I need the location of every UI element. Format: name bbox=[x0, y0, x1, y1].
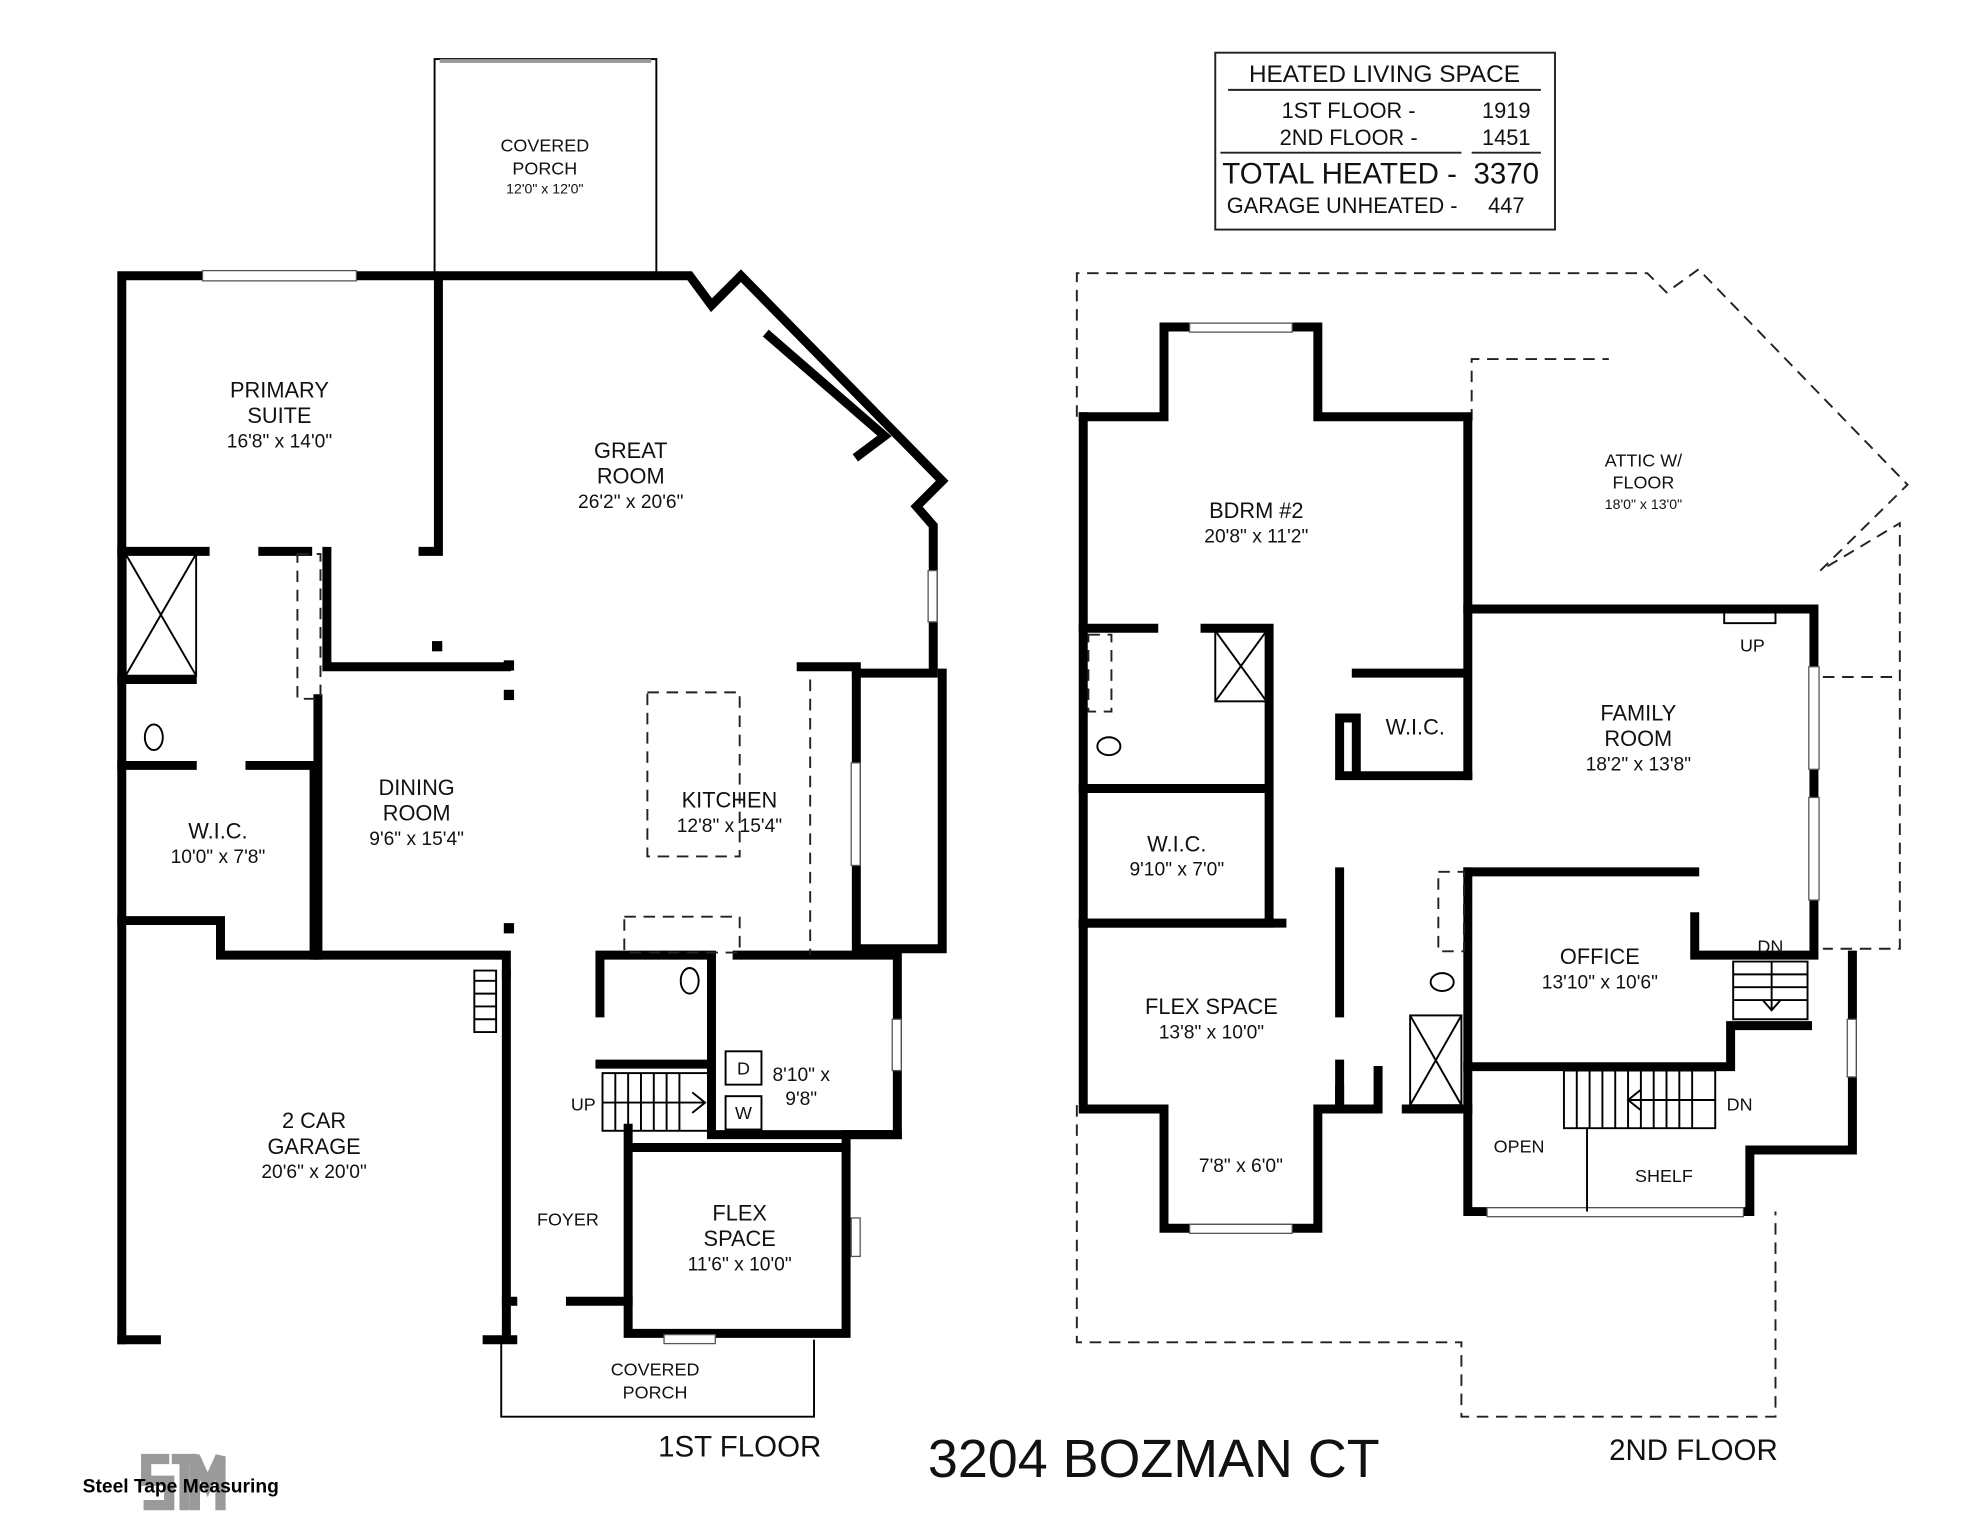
room-name: OFFICE bbox=[1560, 944, 1640, 969]
dryer bbox=[724, 1050, 763, 1086]
room-name: 2 CAR bbox=[282, 1108, 346, 1133]
room-name: KITCHEN bbox=[682, 788, 778, 813]
property-address: 3204 BOZMAN CT bbox=[928, 1429, 1380, 1489]
second-floor-caption: 2ND FLOOR bbox=[1609, 1434, 1778, 1467]
table-row-label: 2ND FLOOR - bbox=[1280, 125, 1418, 150]
room-dims: 13'8" x 10'0" bbox=[1159, 1022, 1264, 1043]
room-name: DINING bbox=[379, 775, 455, 800]
room-name: ROOM bbox=[1604, 726, 1672, 751]
room-dims: 11'6" x 10'0" bbox=[688, 1255, 792, 1276]
room-name: ROOM bbox=[597, 463, 665, 488]
room-dims: 13'10" x 10'6" bbox=[1542, 972, 1658, 993]
room-name: FLEX SPACE bbox=[1145, 994, 1278, 1019]
room-dims: 9'10" x 7'0" bbox=[1129, 860, 1224, 881]
stair-label: UP bbox=[571, 1094, 596, 1114]
stm-logo-mark bbox=[141, 1453, 226, 1511]
stair-label: UP bbox=[1740, 635, 1765, 655]
room-dims: 18'2" x 13'8" bbox=[1586, 755, 1691, 776]
room-name: PORCH bbox=[623, 1383, 688, 1403]
table-total-label: TOTAL HEATED - bbox=[1222, 157, 1457, 190]
table-row-value: 1919 bbox=[1482, 98, 1530, 123]
heated-space-table: HEATED LIVING SPACE 1ST FLOOR - 1919 2ND… bbox=[1214, 51, 1556, 231]
room-name: W.I.C. bbox=[1386, 715, 1445, 740]
room-dims: 7'8" x 6'0" bbox=[1199, 1156, 1283, 1177]
shower bbox=[124, 552, 198, 677]
room-dims: 9'8" bbox=[785, 1089, 817, 1110]
room-name: BDRM #2 bbox=[1209, 498, 1303, 523]
first-floor-stairs bbox=[473, 969, 713, 1132]
stair-label: DN bbox=[1727, 1094, 1753, 1114]
table-total-value: 3370 bbox=[1473, 157, 1539, 190]
room-dims: 10'0" x 7'8" bbox=[171, 847, 266, 868]
room-name: FOYER bbox=[537, 1210, 599, 1230]
first-floor-plan: D W COVERED PORCH 12'0" x 12'0" PRIMARY … bbox=[117, 58, 949, 1463]
room-name: FAMILY bbox=[1600, 701, 1676, 726]
table-row-value: 1451 bbox=[1482, 125, 1530, 150]
table-row-label: 1ST FLOOR - bbox=[1282, 98, 1416, 123]
room-dims: 26'2" x 20'6" bbox=[578, 492, 683, 513]
room-dims: 12'0" x 12'0" bbox=[506, 181, 583, 197]
second-floor-plan: BDRM #2 20'8" x 11'2" ATTIC W/ FLOOR 18'… bbox=[1075, 268, 1909, 1467]
room-name: OPEN bbox=[1494, 1137, 1545, 1157]
room-dims: 8'10" x bbox=[772, 1065, 830, 1086]
toilet-icon bbox=[1429, 972, 1455, 993]
first-floor-caption: 1ST FLOOR bbox=[658, 1430, 821, 1463]
room-name: PRIMARY bbox=[230, 378, 329, 403]
room-name: W.I.C. bbox=[1147, 831, 1206, 856]
room-name: COVERED bbox=[500, 135, 589, 155]
toilet-icon bbox=[679, 967, 700, 995]
table-garage-label: GARAGE UNHEATED - bbox=[1227, 193, 1458, 218]
room-name: W.I.C. bbox=[188, 819, 247, 844]
kitchen-island bbox=[646, 691, 741, 858]
room-name: FLOOR bbox=[1613, 473, 1675, 493]
washer bbox=[724, 1095, 763, 1131]
dryer-label: D bbox=[737, 1058, 750, 1078]
toilet-icon bbox=[1096, 736, 1122, 757]
room-name: SHELF bbox=[1635, 1166, 1693, 1186]
room-dims: 18'0" x 13'0" bbox=[1605, 496, 1682, 512]
room-name: SUITE bbox=[247, 403, 311, 428]
room-dims: 9'6" x 15'4" bbox=[369, 829, 464, 850]
steel-tape-measuring-logo: Steel Tape Measuring bbox=[83, 1453, 279, 1511]
room-name: GARAGE bbox=[267, 1134, 360, 1159]
room-dims: 16'8" x 14'0" bbox=[227, 432, 332, 453]
room-name: FLEX bbox=[712, 1201, 767, 1226]
room-name: GREAT bbox=[594, 438, 667, 463]
washer-label: W bbox=[735, 1103, 752, 1123]
table-title: HEATED LIVING SPACE bbox=[1249, 61, 1520, 88]
room-name: PORCH bbox=[512, 158, 577, 178]
kitchen-counter bbox=[623, 915, 741, 954]
room-name: ROOM bbox=[383, 801, 451, 826]
front-porch-outline bbox=[500, 1339, 815, 1418]
room-name: SPACE bbox=[704, 1226, 776, 1251]
second-floor-stairs bbox=[1562, 606, 1809, 1130]
room-dims: 20'8" x 11'2" bbox=[1204, 526, 1308, 547]
room-name: COVERED bbox=[611, 1360, 700, 1380]
room-dims: 12'8" x 15'4" bbox=[677, 816, 782, 837]
logo-text: Steel Tape Measuring bbox=[83, 1476, 279, 1497]
toilet-icon bbox=[143, 723, 164, 752]
room-name: ATTIC W/ bbox=[1605, 451, 1682, 471]
room-dims: 20'6" x 20'0" bbox=[261, 1162, 366, 1183]
table-garage-value: 447 bbox=[1488, 193, 1524, 218]
stair-label: DN bbox=[1757, 937, 1783, 957]
